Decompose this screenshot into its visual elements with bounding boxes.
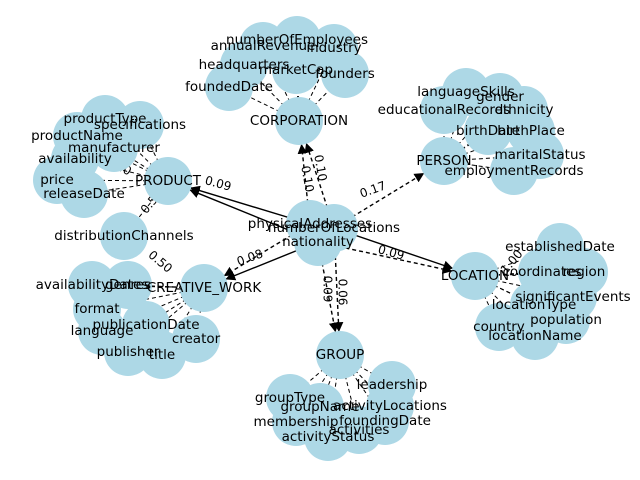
- node-label-languageSkills: languageSkills: [417, 84, 515, 100]
- edge-weight-label: 0.10: [298, 165, 316, 194]
- node-label-productType: productType: [64, 111, 147, 127]
- node-label-creative: CREATIVE_WORK: [147, 280, 263, 296]
- node-circle-activityStatus[interactable]: [304, 413, 352, 461]
- node-circle-birthDate[interactable]: [464, 107, 512, 155]
- node-circle-marketCap[interactable]: [272, 46, 320, 94]
- node-label-industry: industry: [306, 40, 361, 56]
- node-label-publisher: publisher: [97, 344, 160, 360]
- edge-weight-label: 0.10: [311, 154, 329, 183]
- node-label-specifications: specifications: [94, 117, 186, 133]
- node-label-layer: physicalAddressesnumberOfLocationsnation…: [31, 32, 631, 445]
- node-circle-founders[interactable]: [321, 50, 369, 98]
- node-label-locationType: locationType: [492, 297, 577, 313]
- node-label-founders: founders: [315, 66, 375, 82]
- node-label-product: PRODUCT: [135, 173, 202, 189]
- node-circle-locationName[interactable]: [511, 312, 559, 360]
- node-label-productName: productName: [31, 128, 123, 144]
- node-label-location: LOCATION: [441, 268, 509, 284]
- node-label-membership: membership: [254, 414, 339, 430]
- node-circle-distributionChannels[interactable]: [100, 212, 148, 260]
- node-label-locationName: locationName: [488, 328, 581, 344]
- node-label-numberOfEmployees: numberOfEmployees: [226, 32, 368, 48]
- edge-weight-label: 0.09: [321, 276, 335, 303]
- node-label-birthPlace: birthPlace: [497, 123, 565, 139]
- node-label-significantEvents: significantEvents: [515, 289, 630, 305]
- node-label-title: title: [149, 347, 175, 363]
- node-circle-corp[interactable]: [275, 97, 323, 145]
- node-label-availabilityDates: availabilityDates: [36, 277, 149, 293]
- node-label-group: GROUP: [316, 347, 365, 363]
- node-label-activities: activities: [329, 422, 390, 438]
- node-label-maritalStatus: maritalStatus: [494, 147, 585, 163]
- node-circle-person[interactable]: [420, 137, 468, 185]
- node-label-employmentRecords: employmentRecords: [444, 163, 583, 179]
- node-label-foundingDate: foundingDate: [339, 413, 431, 429]
- node-label-region: region: [563, 264, 606, 280]
- node-circle-group[interactable]: [316, 331, 364, 379]
- node-circle-creative[interactable]: [180, 264, 228, 312]
- node-label-annualRevenue: annualRevenue: [211, 38, 316, 54]
- node-circle-country[interactable]: [475, 303, 523, 351]
- node-label-foundedDate: foundedDate: [185, 79, 273, 95]
- node-label-marketCap: marketCap: [259, 62, 333, 78]
- node-label-educationalRecords: educationalRecords: [378, 102, 511, 118]
- node-label-activityLocations: activityLocations: [333, 398, 447, 414]
- node-label-creator: creator: [172, 331, 221, 347]
- node-label-population: population: [530, 312, 602, 328]
- node-label-activityStatus: activityStatus: [282, 429, 375, 445]
- node-label-publicationDate: publicationDate: [92, 317, 199, 333]
- node-layer: [33, 16, 608, 461]
- node-label-center1: physicalAddresses: [248, 216, 372, 232]
- node-label-groupName: groupName: [280, 399, 359, 415]
- node-circle-employmentRecords[interactable]: [490, 147, 538, 195]
- edge-weight-label: 0.09: [376, 242, 405, 262]
- node-label-establishedDate: establishedDate: [505, 239, 615, 255]
- node-label-center2: numberOfLocations: [268, 220, 400, 236]
- node-circle-location[interactable]: [451, 252, 499, 300]
- node-label-headquarters: headquarters: [199, 57, 290, 73]
- node-circle-manufacturer[interactable]: [90, 124, 138, 172]
- node-circle-product[interactable]: [144, 157, 192, 205]
- node-label-birthDate: birthDate: [456, 123, 520, 139]
- node-label-language: language: [71, 323, 134, 339]
- node-label-genres: genres: [105, 277, 151, 293]
- node-label-country: country: [473, 319, 525, 335]
- node-circle-releaseDate[interactable]: [60, 170, 108, 218]
- node-circle-educationalRecords[interactable]: [420, 86, 468, 134]
- node-label-corp: CORPORATION: [250, 113, 348, 129]
- node-label-gender: gender: [476, 89, 524, 105]
- node-label-manufacturer: manufacturer: [68, 140, 160, 156]
- node-label-coordinates: coordinates: [502, 264, 581, 280]
- edge-weight-label: 0.50: [146, 248, 175, 276]
- graph-edge-center1-corp: [297, 143, 311, 225]
- node-label-releaseDate: releaseDate: [43, 186, 125, 202]
- node-label-distributionChannels: distributionChannels: [54, 228, 193, 244]
- node-label-availability: availability: [38, 151, 111, 167]
- node-label-format: format: [74, 301, 119, 317]
- edge-weight-label: 0.06: [336, 279, 350, 306]
- node-label-groupType: groupType: [255, 390, 325, 406]
- node-label-price: price: [40, 172, 74, 188]
- node-circle-center3[interactable]: [294, 218, 342, 266]
- node-circle-title[interactable]: [138, 331, 186, 379]
- node-circle-foundedDate[interactable]: [205, 63, 253, 111]
- node-label-leadership: leadership: [357, 377, 428, 393]
- edge-weight-label: 0.09: [203, 173, 232, 193]
- node-label-person: PERSON: [416, 153, 471, 169]
- node-label-center3: nationality: [282, 234, 354, 250]
- node-label-ethnicity: ethnicity: [495, 102, 554, 118]
